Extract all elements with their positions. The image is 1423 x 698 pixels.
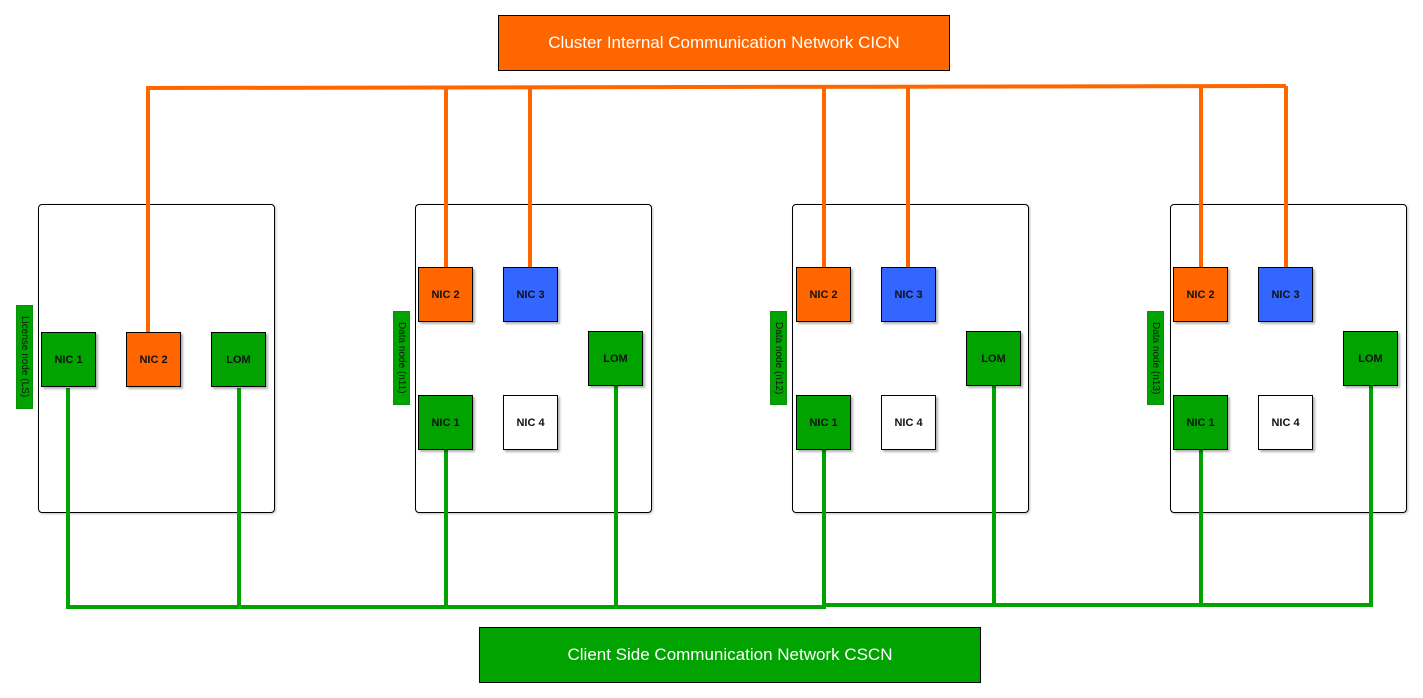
nic-n12-nic4[interactable]: NIC 4 [881,395,936,450]
nic-n12-nic3[interactable]: NIC 3 [881,267,936,322]
node-label-n12: Data node (n12) [770,311,787,405]
node-label-n11: Data node (n11) [393,311,410,405]
nic-n11-lom[interactable]: LOM [588,331,643,386]
license-node-box[interactable] [38,204,275,513]
nic-n13-nic4[interactable]: NIC 4 [1258,395,1313,450]
nic-n13-nic1[interactable]: NIC 1 [1173,395,1228,450]
cscn-bus-line [68,603,1371,609]
nic-n12-nic1[interactable]: NIC 1 [796,395,851,450]
nic-n11-nic4[interactable]: NIC 4 [503,395,558,450]
nic-n13-lom[interactable]: LOM [1343,331,1398,386]
nic-ls-lom[interactable]: LOM [211,332,266,387]
cicn-bus [146,84,1288,333]
data-node-n13-box[interactable] [1170,204,1407,513]
cscn-bus [66,386,1373,609]
node-label-license: License node (LS) [16,305,33,409]
cicn-bus-line [147,84,1287,90]
nic-ls-nic2[interactable]: NIC 2 [126,332,181,387]
data-node-n11-box[interactable] [415,204,652,513]
nic-n11-nic1[interactable]: NIC 1 [418,395,473,450]
nic-n11-nic2[interactable]: NIC 2 [418,267,473,322]
nic-n12-lom[interactable]: LOM [966,331,1021,386]
nic-ls-nic1[interactable]: NIC 1 [41,332,96,387]
nic-n13-nic2[interactable]: NIC 2 [1173,267,1228,322]
nic-n11-nic3[interactable]: NIC 3 [503,267,558,322]
nic-n13-nic3[interactable]: NIC 3 [1258,267,1313,322]
node-label-n13: Data node (n13) [1147,311,1164,405]
data-node-n12-box[interactable] [792,204,1029,513]
cicn-network-banner[interactable]: Cluster Internal Communication Network C… [498,15,950,71]
nic-n12-nic2[interactable]: NIC 2 [796,267,851,322]
cscn-network-banner[interactable]: Client Side Communication Network CSCN [479,627,981,683]
